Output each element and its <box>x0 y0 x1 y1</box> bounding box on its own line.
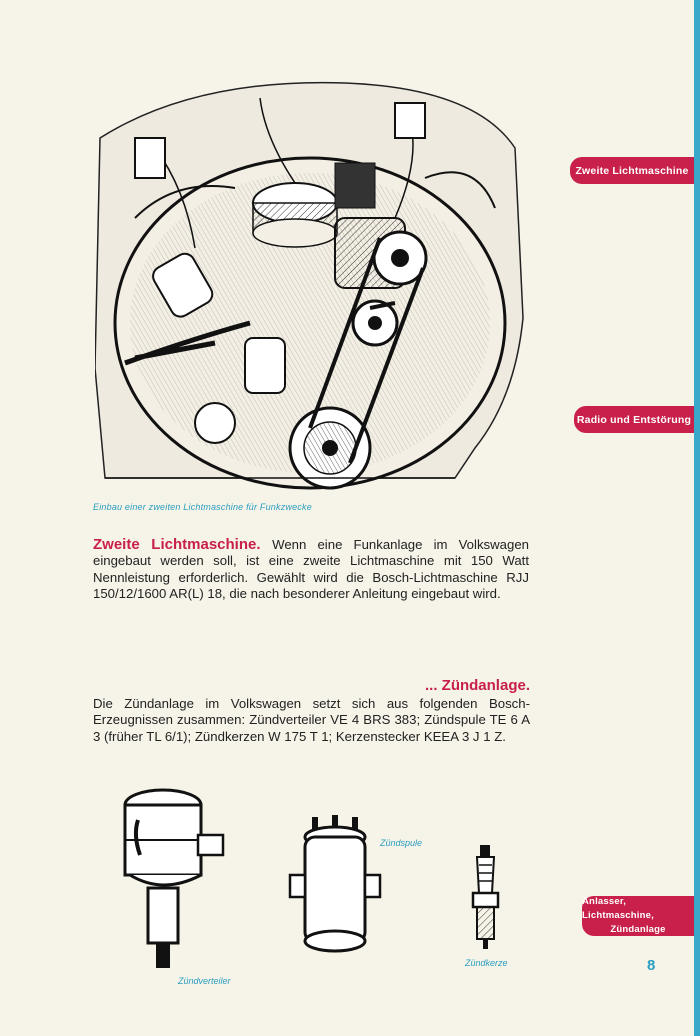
coil-illustration <box>288 815 382 953</box>
distributor-illustration <box>123 788 225 968</box>
tab-radio-und-entstoerung[interactable]: Radio und Entstörung <box>574 406 694 433</box>
label-zuendkerze: Zündkerze <box>465 958 508 968</box>
section1-heading: Zweite Lichtmaschine. <box>93 536 273 553</box>
figure-caption: Einbau einer zweiten Lichtmaschine für F… <box>93 502 312 512</box>
page-edge-strip <box>694 0 700 1036</box>
tab-anlasser-lichtmaschine-zuendanlage[interactable]: Anlasser, Lichtmaschine, Zündanlage <box>582 896 694 936</box>
section1-body: Wenn eine Funkanlage im Volkswagen einge… <box>93 537 529 601</box>
section2-heading: ... Zündanlage. <box>424 677 530 694</box>
page-number: 8 <box>647 957 656 974</box>
engine-illustration <box>95 81 524 490</box>
section-zweite-lichtmaschine: Zweite Lichtmaschine. Wenn eine Funkanla… <box>93 536 529 602</box>
tab3-line2: Zündanlage <box>610 924 666 935</box>
tab3-line1: Anlasser, Lichtmaschine, <box>582 896 654 921</box>
label-zuendverteiler: Zündverteiler <box>178 976 231 986</box>
section2-body: Die Zündanlage im Volkswagen setzt sich … <box>93 696 530 744</box>
tab-zweite-lichtmaschine[interactable]: Zweite Lichtmaschine <box>570 157 694 184</box>
spark-plug-illustration <box>471 845 500 949</box>
label-zuendspule: Zündspule <box>380 838 423 848</box>
